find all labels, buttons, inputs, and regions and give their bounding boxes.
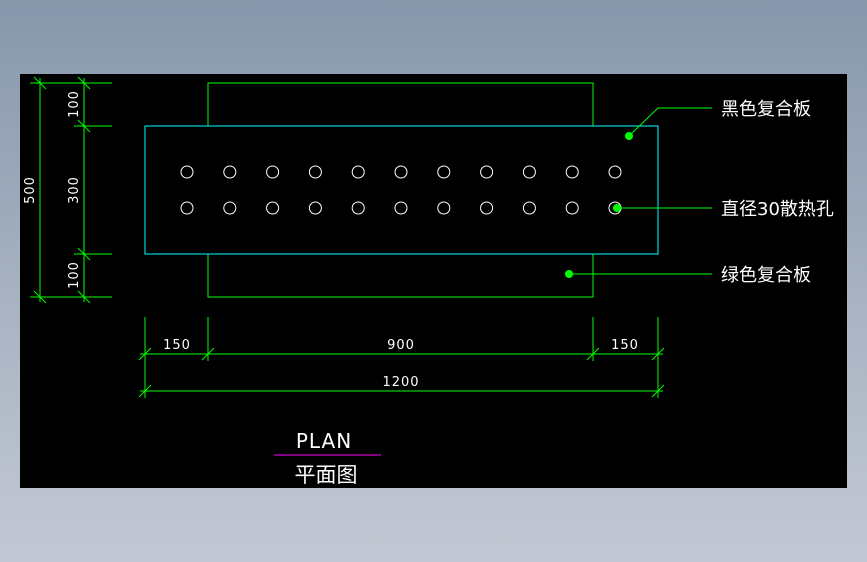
callout-green-plate-label: 绿色复合板 [721,265,811,286]
heat-hole [351,165,365,179]
heat-hole [480,201,494,215]
title-cn: 平面图 [295,463,358,487]
heat-hole [565,201,579,215]
heat-hole [308,201,322,215]
callout-dot [613,204,621,212]
heat-hole [351,201,365,215]
callout-holes-label: 直径30散热孔 [721,199,834,220]
callout-black-plate: 黑色复合板 [625,99,811,140]
callout-dot [565,270,573,278]
black-plate-outline [144,125,659,255]
dim-left-top: 100 [67,90,82,118]
dim-bottom-right: 150 [611,338,639,353]
callout-holes: 直径30散热孔 [613,199,834,220]
heat-hole [480,165,494,179]
heat-hole [437,201,451,215]
bottom-dimensions [138,317,665,398]
dim-bottom-left: 150 [163,338,191,353]
callout-dot [625,132,633,140]
heat-hole [608,165,622,179]
dim-left-mid: 300 [67,176,82,204]
dim-left-total: 500 [23,176,38,204]
callout-green-plate: 绿色复合板 [565,265,811,286]
title-en: PLAN [296,429,352,453]
heat-hole [565,165,579,179]
heat-hole [522,201,536,215]
heat-dissipation-holes [180,165,622,215]
dim-left-bottom: 100 [67,261,82,289]
heat-hole [522,165,536,179]
heat-hole [394,201,408,215]
dim-bottom-total: 1200 [382,375,419,390]
heat-hole [223,165,237,179]
heat-hole [437,165,451,179]
heat-hole [394,165,408,179]
heat-hole [180,201,194,215]
heat-hole [180,165,194,179]
heat-hole [266,201,280,215]
left-dimensions [30,76,112,304]
heat-hole [223,201,237,215]
dim-bottom-mid: 900 [387,338,415,353]
heat-hole [266,165,280,179]
heat-hole [308,165,322,179]
callout-black-plate-label: 黑色复合板 [721,99,811,120]
